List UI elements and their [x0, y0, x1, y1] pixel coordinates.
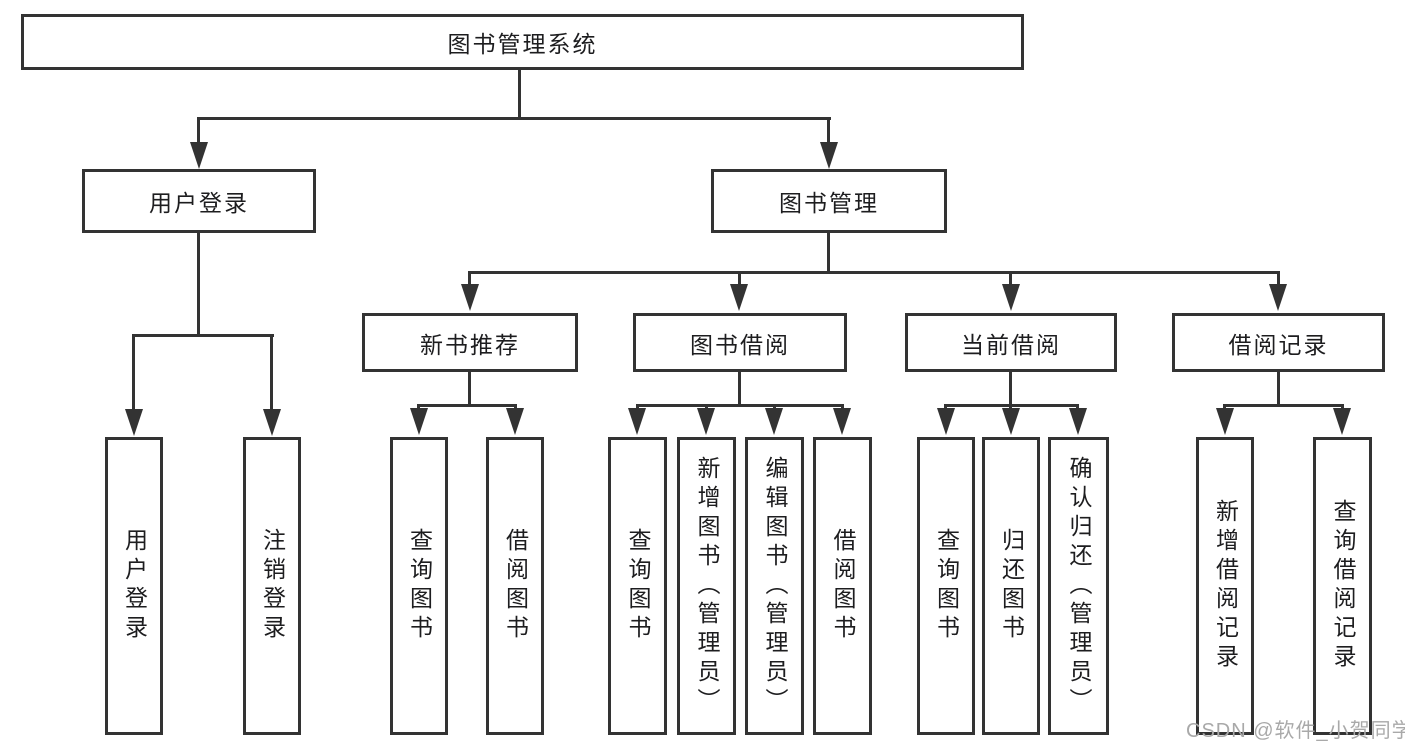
leaf-bb-borrow-book-label: 借阅图书 — [830, 528, 856, 644]
csdn-watermark: CSDN @软件_小贺同学 — [1186, 720, 1405, 742]
leaf-cb-confirm-return-admin: 确认归还（管理员） — [1048, 437, 1109, 735]
arrowhead-cb-confirm — [1069, 408, 1087, 435]
leaf-br-query-record-label: 查询借阅记录 — [1330, 499, 1356, 673]
arrowhead-bb-edit — [765, 408, 783, 435]
connector-mgmt-rail — [468, 271, 1280, 274]
connector-root-trunk — [518, 70, 521, 117]
leaf-br-add-record-label: 新增借阅记录 — [1212, 499, 1239, 673]
arrowhead-to-new-book — [461, 284, 479, 311]
arrowhead-br-query — [1333, 408, 1351, 435]
arrowhead-bb-add — [697, 408, 715, 435]
connector-login-drop-2 — [270, 334, 273, 412]
node-library-system: 图书管理系统 — [21, 14, 1024, 70]
connector-br-rail — [1223, 404, 1344, 407]
leaf-bb-add-book-admin-label: 新增图书（管理员） — [694, 455, 720, 717]
leaf-user-login: 用户登录 — [105, 437, 163, 735]
leaf-nb-borrow-book-label: 借阅图书 — [502, 528, 529, 644]
leaf-user-login-label: 用户登录 — [121, 528, 148, 644]
connector-mgmt-drop-1 — [468, 271, 471, 287]
connector-mgmt-drop-2 — [738, 271, 741, 287]
node-book-management-label: 图书管理 — [779, 190, 879, 216]
node-new-book-recommend: 新书推荐 — [362, 313, 578, 372]
connector-root-drop-left — [197, 117, 200, 145]
arrowhead-to-leaf-user-login — [125, 409, 143, 436]
leaf-cb-return-book: 归还图书 — [982, 437, 1040, 735]
arrowhead-to-book-management — [820, 142, 838, 169]
leaf-logout-label: 注销登录 — [259, 528, 286, 644]
connector-bb-rail — [636, 404, 844, 407]
connector-login-trunk — [197, 233, 200, 336]
leaf-cb-confirm-return-admin-label: 确认归还（管理员） — [1066, 455, 1092, 717]
arrowhead-to-book-borrow — [730, 284, 748, 311]
leaf-bb-borrow-book: 借阅图书 — [813, 437, 872, 735]
leaf-bb-query-book-label: 查询图书 — [625, 528, 651, 644]
node-current-borrow: 当前借阅 — [905, 313, 1117, 372]
node-borrow-records: 借阅记录 — [1172, 313, 1385, 372]
arrowhead-to-borrow-records — [1269, 284, 1287, 311]
node-current-borrow-label: 当前借阅 — [961, 331, 1061, 358]
arrowhead-to-user-login — [190, 142, 208, 169]
node-user-login-label: 用户登录 — [149, 190, 249, 216]
arrowhead-nb-query — [410, 408, 428, 435]
arrowhead-br-add — [1216, 408, 1234, 435]
leaf-bb-query-book: 查询图书 — [608, 437, 667, 735]
node-book-borrow-label: 图书借阅 — [690, 331, 790, 358]
leaf-bb-add-book-admin: 新增图书（管理员） — [677, 437, 736, 735]
connector-cb-trunk — [1009, 372, 1012, 407]
connector-login-rail — [132, 334, 274, 337]
arrowhead-cb-query — [937, 408, 955, 435]
leaf-nb-query-book-label: 查询图书 — [406, 528, 433, 644]
node-borrow-records-label: 借阅记录 — [1228, 331, 1329, 358]
arrowhead-bb-query — [628, 408, 646, 435]
leaf-cb-query-book-label: 查询图书 — [933, 528, 960, 644]
arrowhead-nb-borrow — [506, 408, 524, 435]
leaf-bb-edit-book-admin-label: 编辑图书（管理员） — [762, 455, 788, 717]
leaf-nb-query-book: 查询图书 — [390, 437, 448, 735]
connector-nb-rail — [417, 404, 517, 407]
node-book-borrow: 图书借阅 — [633, 313, 847, 372]
connector-br-trunk — [1277, 372, 1280, 407]
leaf-logout: 注销登录 — [243, 437, 301, 735]
leaf-br-query-record: 查询借阅记录 — [1313, 437, 1372, 735]
arrowhead-cb-return — [1002, 408, 1020, 435]
node-new-book-recommend-label: 新书推荐 — [420, 331, 520, 358]
arrowhead-bb-borrow — [833, 408, 851, 435]
connector-nb-trunk — [468, 372, 471, 407]
arrowhead-to-leaf-logout — [263, 409, 281, 436]
leaf-bb-edit-book-admin: 编辑图书（管理员） — [745, 437, 804, 735]
connector-bb-trunk — [738, 372, 741, 407]
leaf-cb-query-book: 查询图书 — [917, 437, 975, 735]
connector-mgmt-trunk — [827, 233, 830, 273]
connector-mgmt-drop-3 — [1009, 271, 1012, 287]
connector-mgmt-drop-4 — [1277, 271, 1280, 287]
node-user-login: 用户登录 — [82, 169, 316, 233]
node-book-management: 图书管理 — [711, 169, 947, 233]
connector-root-drop-right — [827, 117, 830, 145]
leaf-nb-borrow-book: 借阅图书 — [486, 437, 544, 735]
leaf-br-add-record: 新增借阅记录 — [1196, 437, 1254, 735]
connector-root-rail — [197, 117, 831, 120]
connector-login-drop-1 — [132, 334, 135, 412]
node-library-system-label: 图书管理系统 — [447, 31, 598, 57]
arrowhead-to-current-borrow — [1002, 284, 1020, 311]
leaf-cb-return-book-label: 归还图书 — [998, 528, 1025, 644]
